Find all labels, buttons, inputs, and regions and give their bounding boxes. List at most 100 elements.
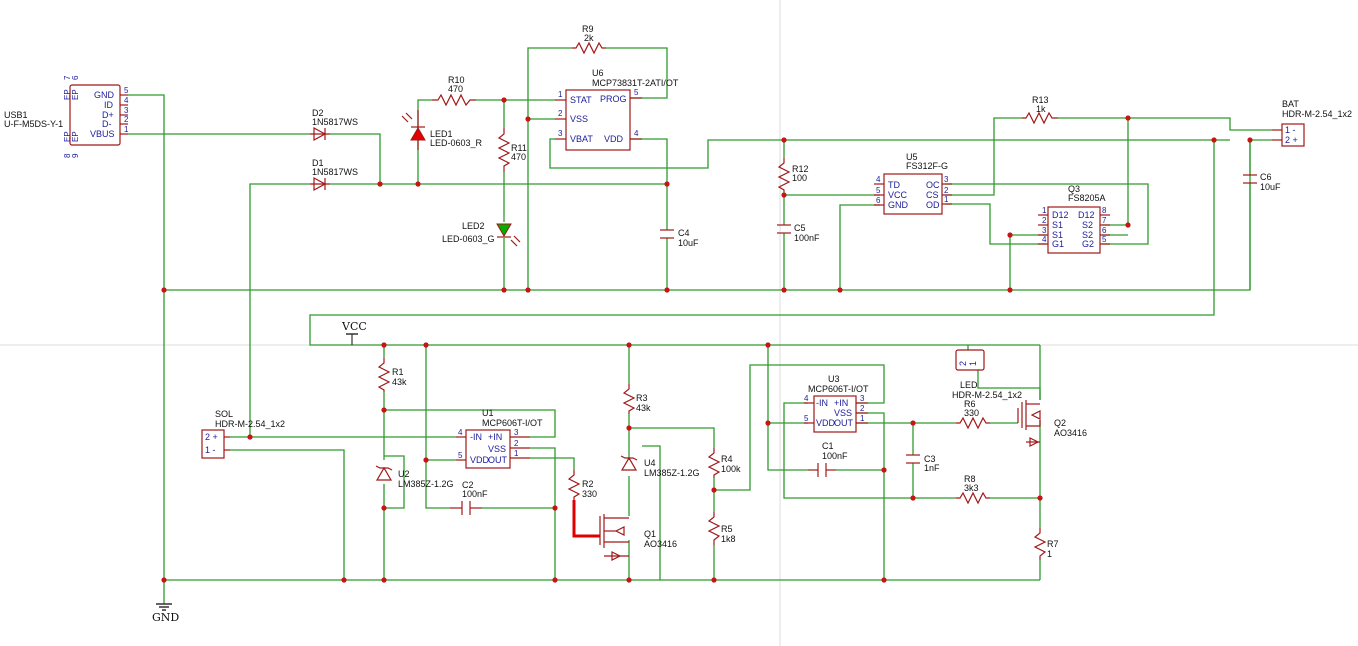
resistor-r10[interactable]: R10 470 (432, 75, 476, 107)
d1-ref: D1 (312, 158, 324, 168)
u3-pin-inp: +IN (834, 398, 848, 408)
capacitor-c3[interactable]: C3 1nF (906, 454, 940, 473)
r9-value: 2k (584, 33, 594, 43)
q3-value: FS8205A (1068, 193, 1106, 203)
ic-q3-dual-mosfet[interactable]: D12 S1 S1 G1 D12 S2 S2 G2 1 2 3 4 8 7 6 … (1038, 184, 1110, 254)
q3-pin-s2-a: S2 (1082, 220, 1093, 230)
diode-d1[interactable]: D1 1N5817WS (310, 158, 358, 192)
u6-pin-stat: STAT (570, 95, 592, 105)
bat-pin-2: 2 + (1285, 135, 1298, 145)
u1-num-3: 3 (514, 428, 519, 437)
u3-num-1: 1 (860, 414, 865, 423)
c4-ref: C4 (678, 228, 690, 238)
led2-ref: LED2 (462, 221, 485, 231)
u3-pin-inm: -IN (816, 398, 828, 408)
usb1-pin-vbus: VBUS (90, 129, 115, 139)
bat-value: HDR-M-2.54_1x2 (1282, 109, 1352, 119)
usb1-ep-4: EP (71, 131, 80, 142)
resistor-r1[interactable]: R1 43k (377, 358, 407, 392)
u6-pin-vdd: VDD (604, 134, 624, 144)
ref-diode-u2[interactable]: U2 LM385Z-1.2G (375, 465, 454, 489)
q3-num-6: 6 (1102, 226, 1107, 235)
sol-pin-1: 1 - (205, 445, 216, 455)
q3-num-5: 5 (1102, 235, 1107, 244)
resistor-r12[interactable]: R12 100 (777, 158, 809, 192)
r2-ref: R2 (582, 479, 594, 489)
u3-pin-vdd: VDD (816, 418, 836, 428)
ic-u6-charger[interactable]: STAT VSS VBAT PROG VDD 1 2 3 5 4 U6 MCP7… (555, 68, 679, 151)
resistor-r7[interactable]: R7 1 (1033, 528, 1059, 560)
c2-ref: C2 (462, 480, 474, 490)
mosfet-q2[interactable]: Q2 AO3416 (1017, 400, 1087, 447)
resistor-r9[interactable]: R9 2k (572, 24, 606, 55)
u3-num-5: 5 (804, 414, 809, 423)
c4-value: 10uF (678, 238, 699, 248)
sol-pin-2: 2 + (205, 432, 218, 442)
usb1-num-8: 8 (63, 153, 72, 158)
capacitor-c4[interactable]: C4 10uF (660, 228, 699, 248)
capacitor-c2[interactable]: C2 100nF (450, 480, 488, 515)
led1[interactable]: LED1 LED-0603_R (401, 110, 483, 150)
resistor-r5[interactable]: R5 1k8 (707, 512, 736, 545)
r7-ref: R7 (1047, 539, 1059, 549)
ref-diode-u4[interactable]: U4 LM385Z-1.2G (620, 455, 700, 478)
c5-ref: C5 (794, 223, 806, 233)
usb1-num-4: 4 (124, 96, 129, 105)
bat-ref: BAT (1282, 99, 1299, 109)
diode-d2[interactable]: D2 1N5817WS (310, 108, 358, 142)
u1-num-2: 2 (514, 439, 519, 448)
u4-value: LM385Z-1.2G (644, 468, 700, 478)
usb1-connector[interactable]: GND ID D+ D- VBUS 5 4 3 2 1 EP EP 7 6 EP… (4, 75, 129, 158)
usb1-ep-2: EP (71, 89, 80, 100)
led-hdr-value: HDR-M-2.54_1x2 (952, 390, 1022, 400)
r13-value: 1k (1036, 104, 1046, 114)
r13-ref: R13 (1032, 95, 1049, 105)
led2-value: LED-0603_G (442, 234, 495, 244)
capacitor-c1[interactable]: C1 100nF (808, 441, 848, 477)
capacitor-c5[interactable]: C5 100nF (777, 223, 820, 243)
u6-pin-vbat: VBAT (570, 134, 593, 144)
ic-u1-opamp[interactable]: -IN VDD +IN VSS OUT 4 5 3 2 1 U1 MCP606T… (456, 408, 543, 469)
r10-value: 470 (448, 84, 463, 94)
resistor-r8[interactable]: R8 3k3 (956, 474, 990, 505)
ic-u3-opamp[interactable]: -IN VDD +IN VSS OUT 4 5 3 2 1 U3 MCP606T… (804, 374, 869, 433)
vcc-symbol[interactable]: VCC (341, 320, 367, 345)
q3-pin-d12-r: D12 (1078, 210, 1095, 220)
u5-pin-vcc: VCC (888, 190, 908, 200)
u6-num-3: 3 (558, 129, 563, 138)
bat-header[interactable]: 1 - 2 + BAT HDR-M-2.54_1x2 (1272, 99, 1352, 147)
led-header[interactable]: 2 1 LED HDR-M-2.54_1x2 (952, 349, 1022, 400)
q2-value: AO3416 (1054, 428, 1087, 438)
r5-ref: R5 (721, 524, 733, 534)
u1-pin-out: OUT (488, 455, 508, 465)
gnd-symbol[interactable]: GND (152, 603, 179, 624)
r10-ref: R10 (448, 75, 465, 85)
c6-value: 10uF (1260, 182, 1281, 192)
r11-ref: R11 (511, 143, 527, 153)
led1-value: LED-0603_R (430, 138, 483, 148)
u3-value: MCP606T-I/OT (808, 384, 869, 394)
d1-value: 1N5817WS (312, 167, 358, 177)
usb1-pin-gnd: GND (94, 90, 115, 100)
resistor-r2[interactable]: R2 330 (567, 470, 597, 500)
r8-ref: R8 (964, 474, 976, 484)
usb1-ep-3: EP (63, 131, 72, 142)
capacitor-c6[interactable]: C6 10uF (1243, 172, 1281, 192)
resistor-r11[interactable]: R11 470 (497, 128, 527, 172)
mosfet-q1[interactable]: Q1 AO3416 (599, 514, 677, 561)
resistor-r3[interactable]: R3 43k (622, 384, 651, 414)
u1-pin-vdd: VDD (470, 455, 490, 465)
led2[interactable]: LED2 LED-0603_G (442, 221, 521, 247)
resistor-r6[interactable]: R6 330 (956, 399, 990, 430)
resistor-r4[interactable]: R4 100k (707, 448, 741, 478)
u1-pin-vss: VSS (488, 444, 506, 454)
usb1-ref: USB1 (4, 110, 28, 120)
usb1-pin-dm: D- (102, 119, 112, 129)
sol-header[interactable]: 2 + 1 - SOL HDR-M-2.54_1x2 (201, 409, 285, 459)
u5-ref: U5 (906, 152, 918, 162)
r6-value: 330 (964, 408, 979, 418)
usb1-pin-id: ID (104, 100, 114, 110)
ic-u5-protection[interactable]: TD VCC GND OC CS OD 4 5 6 3 2 1 U5 FS312… (874, 152, 952, 215)
resistor-r13[interactable]: R13 1k (1022, 95, 1058, 125)
